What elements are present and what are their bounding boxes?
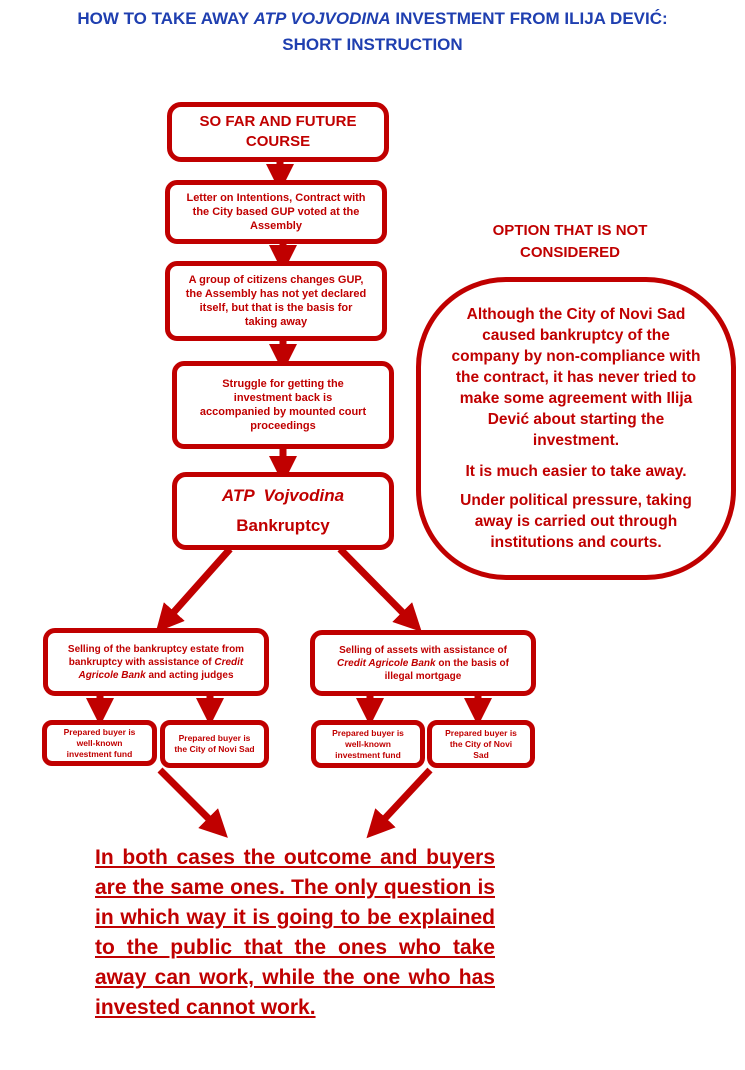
option-heading: OPTION THAT IS NOT CONSIDERED [460, 220, 680, 264]
box-letter: Letter on Intentions, Contract with the … [165, 180, 387, 244]
option-p2: It is much easier to take away. [465, 463, 687, 480]
option-heading-text: OPTION THAT IS NOT CONSIDERED [492, 222, 648, 261]
right-buyer-city-text: Prepared buyer is the City of Novi Sad [445, 727, 517, 760]
right-selling-bank: Credit Agricole Bank [337, 657, 436, 669]
left-selling-a: Selling of the bankruptcy estate from ba… [67, 643, 245, 668]
left-buyer-city-text: Prepared buyer is the City of Novi Sad [174, 733, 255, 754]
bankruptcy-label: Bankruptcy [236, 516, 330, 535]
left-selling-text: Selling of the bankruptcy estate from ba… [62, 643, 250, 682]
left-selling-bank: Credit Agricole Bank [78, 656, 244, 681]
box-citizens-text: A group of citizens changes GUP, the Ass… [185, 274, 367, 328]
right-selling-text: Selling of assets with assistance of Cre… [333, 644, 513, 683]
conclusion-text: In both cases the outcome and buyers are… [95, 846, 495, 1019]
title-prefix: HOW TO TAKE AWAY [77, 9, 254, 28]
option-oval: Although the City of Novi Sad caused ban… [416, 277, 736, 580]
title-italic: ATP VOJVODINA [253, 9, 391, 28]
box-so-far-text: SO FAR AND FUTURE COURSE [199, 113, 357, 150]
box-left-buyer-city: Prepared buyer is the City of Novi Sad [160, 720, 269, 768]
arrow-left-conclusion [157, 767, 228, 838]
right-selling-b: on the basis of illegal mortgage [384, 657, 509, 682]
box-right-buyer-fund: Prepared buyer is well-known investment … [311, 720, 425, 768]
box-right-buyer-city: Prepared buyer is the City of Novi Sad [427, 720, 535, 768]
box-so-far: SO FAR AND FUTURE COURSE [167, 102, 389, 162]
arrow-right-conclusion [366, 767, 433, 839]
right-selling-a: Selling of assets with assistance of [339, 644, 507, 656]
option-p1: Although the City of Novi Sad caused ban… [451, 306, 701, 449]
arrow-5-right [337, 546, 422, 632]
box-struggle: Struggle for getting the investment back… [172, 361, 394, 449]
left-selling-b: and acting judges [145, 669, 234, 681]
right-buyer-fund-text: Prepared buyer is well-known investment … [332, 727, 404, 760]
title-suffix: INVESTMENT FROM ILIJA DEVIĆ: [390, 9, 668, 28]
box-bankruptcy: ATP Vojvodina Bankruptcy [172, 472, 394, 550]
box-right-selling: Selling of assets with assistance of Cre… [310, 630, 536, 696]
box-letter-text: Letter on Intentions, Contract with the … [186, 192, 366, 232]
bankruptcy-company: ATP Vojvodina [221, 486, 345, 505]
box-citizens: A group of citizens changes GUP, the Ass… [165, 261, 387, 341]
left-buyer-fund-text: Prepared buyer is well-known investment … [63, 726, 136, 759]
box-left-buyer-fund: Prepared buyer is well-known investment … [42, 720, 157, 766]
page-title: HOW TO TAKE AWAY ATP VOJVODINA INVESTMEN… [0, 6, 745, 58]
title-line2: SHORT INSTRUCTION [282, 35, 463, 54]
option-p3: Under political pressure, taking away is… [460, 492, 692, 551]
box-struggle-text: Struggle for getting the investment back… [199, 378, 367, 432]
box-left-selling: Selling of the bankruptcy estate from ba… [43, 628, 269, 696]
arrow-5-left [155, 546, 233, 633]
